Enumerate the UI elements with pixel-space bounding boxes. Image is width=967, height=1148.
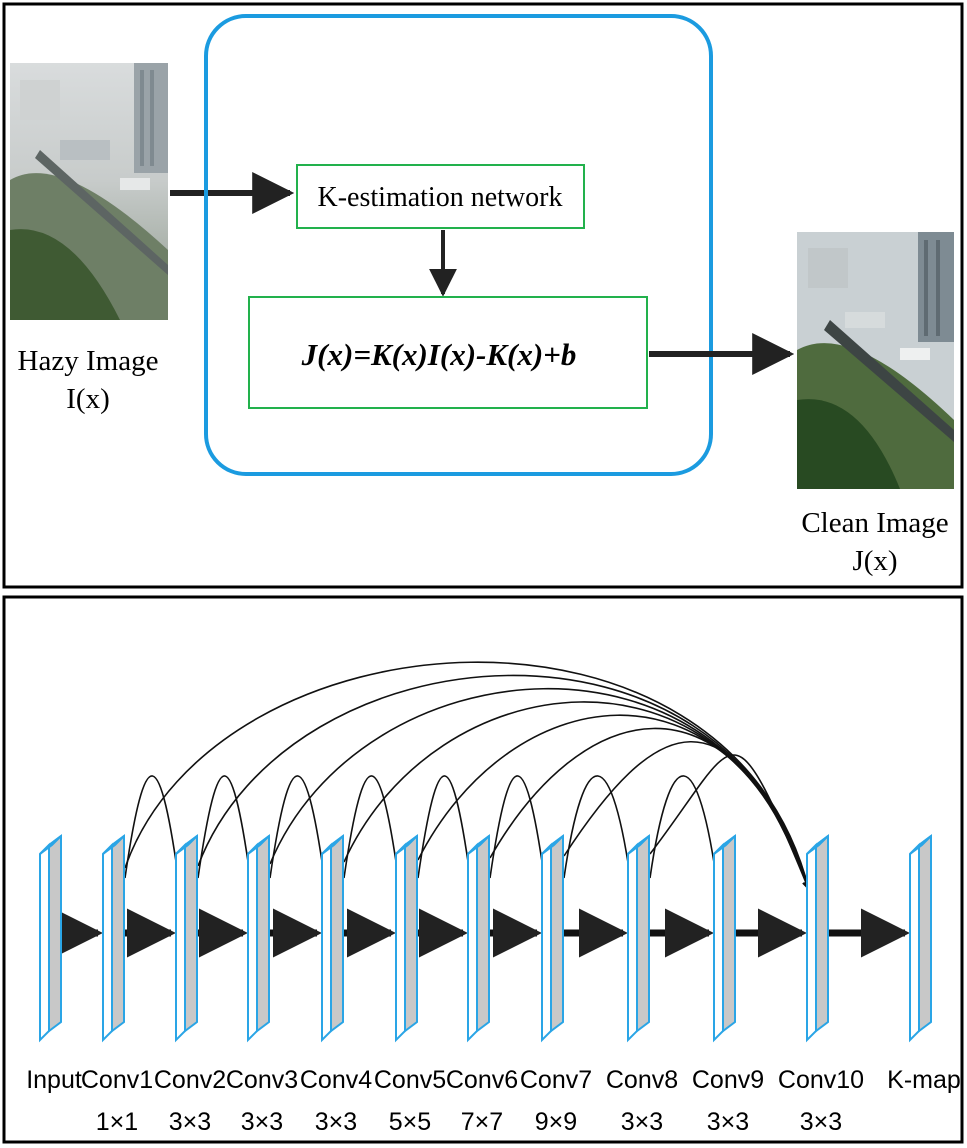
bottom-panel-frame	[2, 595, 964, 1144]
layer-name-label: Conv7	[520, 1066, 592, 1094]
k-estimation-box	[296, 164, 585, 229]
layer-plate-conv9	[713, 834, 736, 1043]
layer-kernel-label: 3×3	[241, 1108, 283, 1136]
layer-name-label: Conv3	[226, 1066, 298, 1094]
hazy-image-symbol: I(x)	[66, 383, 109, 415]
layer-name-label: Input	[26, 1066, 82, 1094]
layer-kernel-label: 3×3	[169, 1108, 211, 1136]
layer-kernel-label: 7×7	[461, 1108, 503, 1136]
clean-image-label: Clean Image	[801, 507, 948, 539]
layer-plate-conv4	[321, 834, 344, 1043]
skip-arc-long-7	[563, 740, 810, 891]
layer-plate-conv3	[247, 834, 270, 1043]
layer-plate-conv10	[806, 834, 829, 1043]
k-estimation-label: K-estimation network	[318, 182, 563, 213]
skip-arc-local-8	[649, 775, 721, 891]
layer-kernel-label: 1×1	[96, 1108, 138, 1136]
layer-name-label: Conv2	[154, 1066, 226, 1094]
skip-arc-long-8	[649, 754, 810, 891]
layer-plate-conv1	[102, 834, 125, 1043]
hazy-image-label: Hazy Image	[18, 345, 159, 377]
layer-plate-conv6	[467, 834, 490, 1043]
skip-arc-long-1	[124, 661, 811, 891]
layer-kernel-label: 3×3	[800, 1108, 842, 1136]
layer-name-label: Conv1	[81, 1066, 153, 1094]
skip-arc-local-3	[269, 775, 329, 891]
layer-name-label: Conv5	[374, 1066, 446, 1094]
layer-name-label: K-map	[887, 1066, 961, 1094]
formula-box	[248, 296, 648, 409]
layer-kernel-label: 3×3	[621, 1108, 663, 1136]
layer-plate-input	[39, 834, 62, 1043]
formula-text: J(x)=K(x)I(x)-K(x)+b	[301, 337, 577, 372]
layer-plates	[39, 834, 932, 1043]
layer-name-label: Conv10	[778, 1066, 864, 1094]
layer-plate-conv5	[395, 834, 418, 1043]
layer-plate-k-map	[909, 834, 932, 1043]
layer-kernel-label: 3×3	[707, 1108, 749, 1136]
skip-connection-arcs	[124, 661, 811, 891]
layer-name-label: Conv6	[446, 1066, 518, 1094]
skip-arc-local-7	[563, 775, 635, 891]
skip-arc-local-5	[417, 775, 475, 891]
hazy-image	[10, 63, 168, 320]
layer-kernel-label: 5×5	[389, 1108, 431, 1136]
layer-kernel-label: 9×9	[535, 1108, 577, 1136]
clean-image	[797, 232, 954, 489]
layer-name-label: Conv9	[692, 1066, 764, 1094]
dehaze-module-box	[204, 14, 713, 476]
clean-image-symbol: J(x)	[852, 545, 897, 577]
layer-name-label: Conv8	[606, 1066, 678, 1094]
skip-arc-local-4	[343, 775, 403, 891]
layer-plate-conv8	[627, 834, 650, 1043]
skip-arc-local-1	[124, 775, 183, 891]
layer-name-label: Conv4	[300, 1066, 372, 1094]
skip-arc-local-2	[197, 775, 255, 891]
layer-plate-conv7	[541, 834, 564, 1043]
layer-kernel-label: 3×3	[315, 1108, 357, 1136]
skip-arc-local-6	[489, 775, 549, 891]
layer-plate-conv2	[175, 834, 198, 1043]
top-panel-frame	[2, 2, 964, 589]
